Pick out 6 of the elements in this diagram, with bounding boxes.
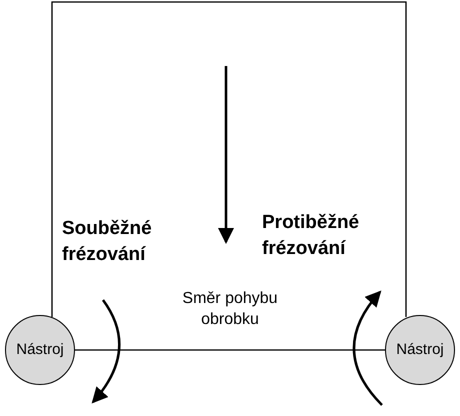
tool-label: Nástroj [396,340,444,360]
milling-mode-label: Souběžné frézování [62,217,153,267]
feed-direction-label: Směr pohybu obrobku [181,289,279,330]
tool-label: Nástroj [16,340,64,360]
milling-mode-label: Protiběžné frézování [262,211,360,261]
connector-line [75,349,385,351]
